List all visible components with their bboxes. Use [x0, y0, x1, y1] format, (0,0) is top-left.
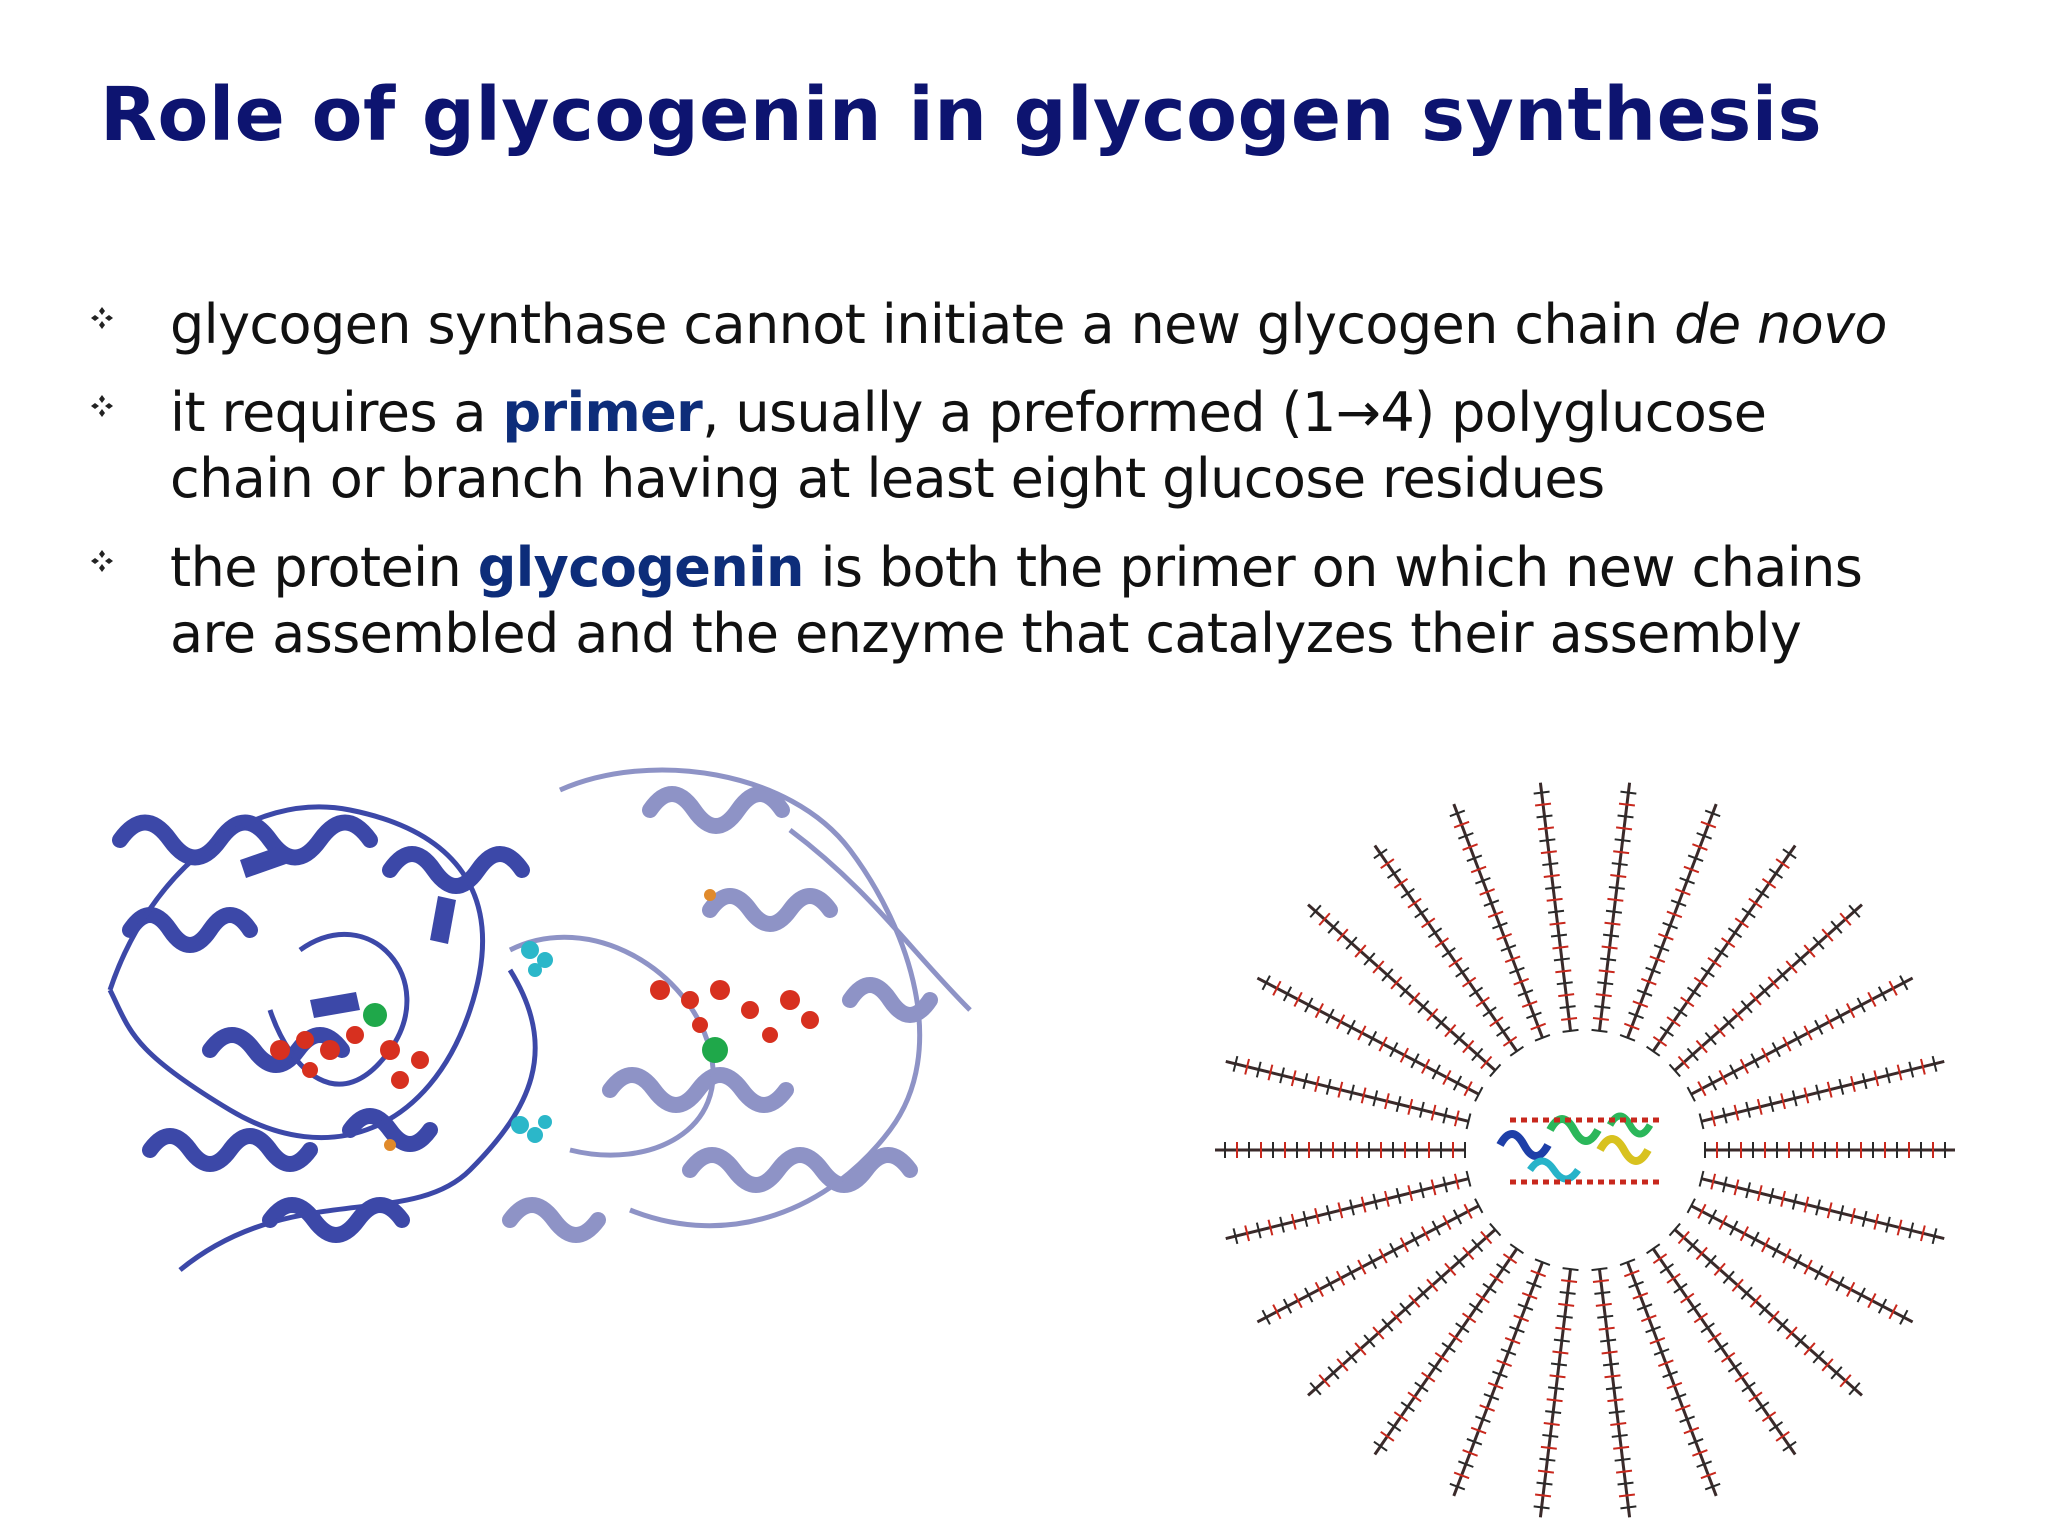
bullet-text: it requires a primer, usually a preforme…	[170, 380, 1890, 512]
four-diamond-bullet-icon	[90, 535, 170, 577]
bullet-text: the protein glycogenin is both the prime…	[170, 535, 1960, 667]
glycogen-particle-figure	[1180, 750, 1990, 1530]
bullet-text-part: it requires a	[170, 381, 503, 444]
four-diamond-bullet-icon	[90, 380, 170, 422]
glycogenin-highlight: glycogenin	[477, 536, 805, 599]
glycogenin-structure-figure	[90, 750, 1010, 1310]
bullet-item-3: the protein glycogenin is both the prime…	[90, 535, 1990, 667]
four-diamond-bullet-icon	[90, 292, 170, 334]
bullet-item-1: glycogen synthase cannot initiate a new …	[90, 292, 1990, 358]
primer-highlight: primer	[502, 381, 703, 444]
bullet-emphasis: de novo	[1674, 293, 1887, 356]
bullet-item-2: it requires a primer, usually a preforme…	[90, 380, 1990, 512]
bullet-text-part: is both the primer on which new chains a…	[170, 536, 1863, 665]
bullet-text-part: glycogen synthase cannot initiate a new …	[170, 293, 1675, 356]
slide-title: Role of glycogenin in glycogen synthesis	[100, 72, 1823, 158]
bullet-text: glycogen synthase cannot initiate a new …	[170, 292, 1887, 358]
bullet-text-part: , usually a preformed (1→4) polyglucose …	[170, 381, 1767, 510]
bullet-text-part: the protein	[170, 536, 478, 599]
